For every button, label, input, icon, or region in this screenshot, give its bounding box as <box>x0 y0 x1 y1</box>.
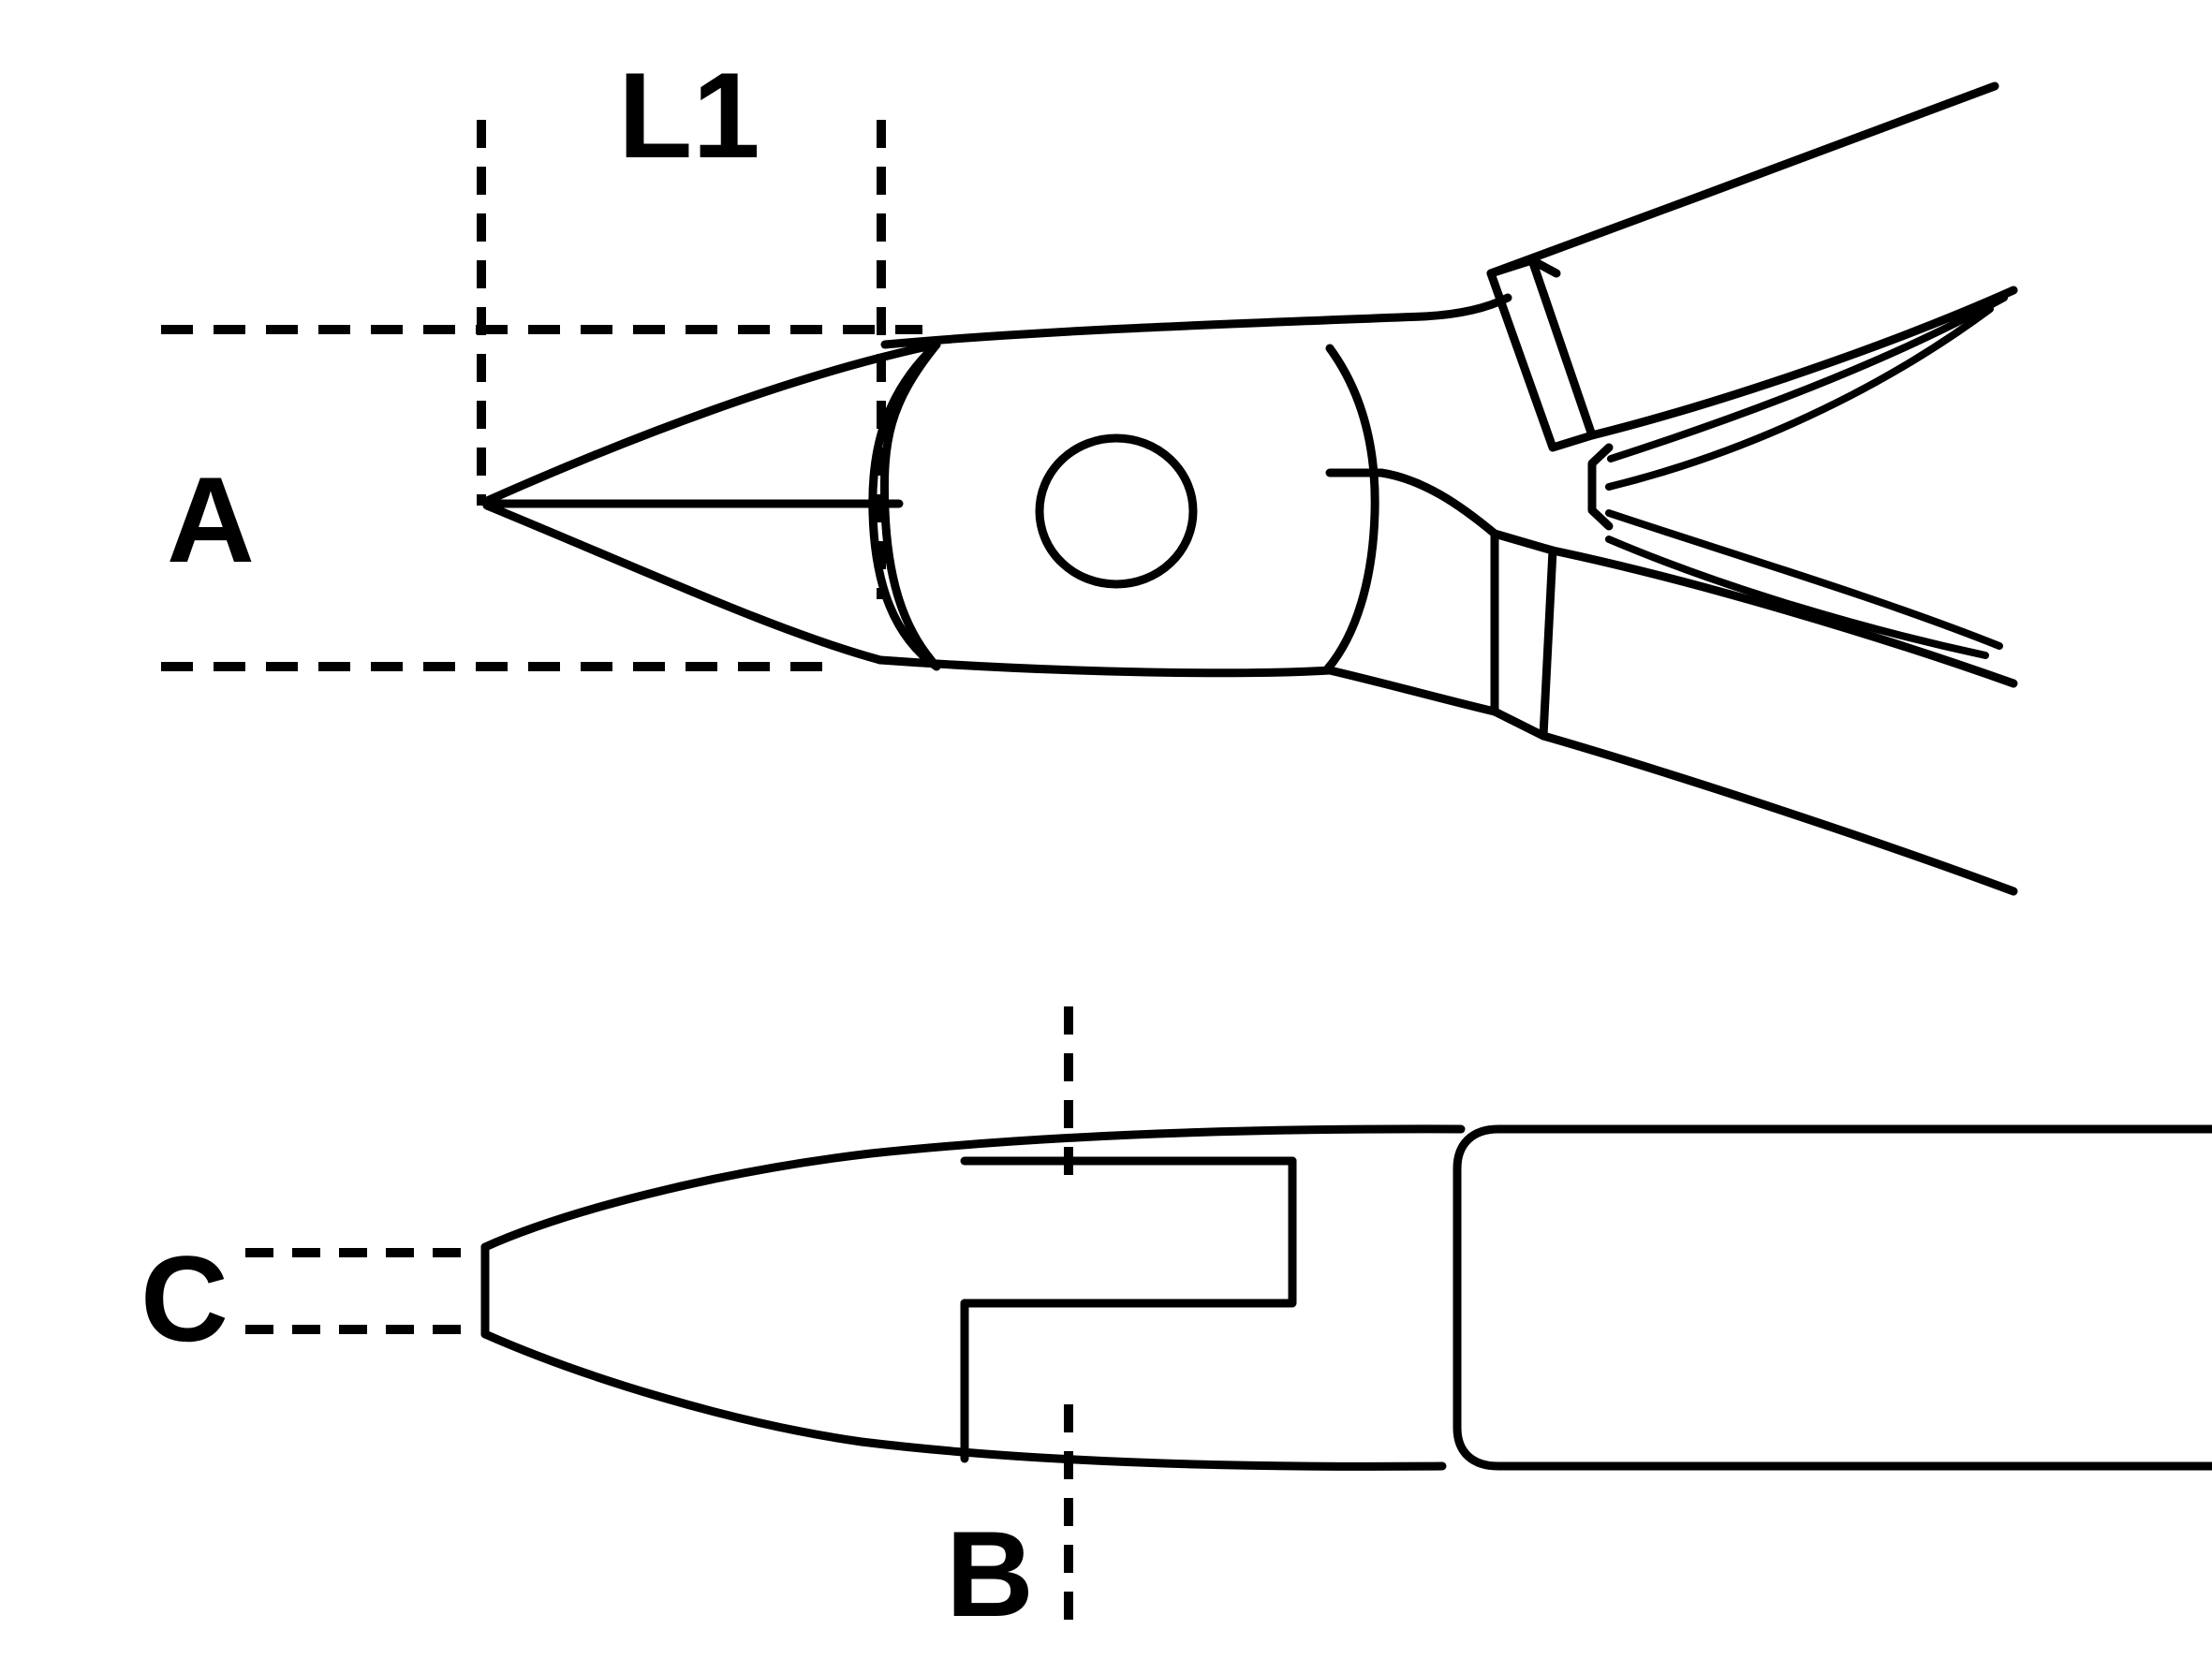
upper-handle-bottom-edge <box>1587 286 2018 440</box>
label-l1: L1 <box>618 47 760 184</box>
upper-spring-outer <box>1607 294 2008 462</box>
plan-upper-profile <box>480 1124 1466 1252</box>
head-top-contour <box>880 293 1512 349</box>
lower-spring-inner <box>1605 536 1989 659</box>
plan-view-group: C B <box>140 1006 2212 1642</box>
jaw-shoulder-arc <box>879 340 941 666</box>
lower-spring-outer <box>1605 509 2003 650</box>
label-c: C <box>140 1230 229 1367</box>
lower-handle-top-edge <box>1548 546 2018 688</box>
upper-handle-bolster-notch <box>1527 256 1561 278</box>
jaw-lower-edge <box>482 501 885 665</box>
lower-handle-upper-link <box>1325 468 1499 538</box>
side-view-group: A L1 <box>161 47 2018 896</box>
label-a: A <box>167 451 255 588</box>
upper-spring-inner <box>1605 305 1994 491</box>
plan-handle-block <box>1453 1124 2212 1471</box>
plan-lower-profile <box>480 1329 1447 1471</box>
label-b: B <box>946 1505 1034 1642</box>
head-boss-left-arc <box>868 340 941 671</box>
plan-jaw-step-upper <box>960 1156 1297 1308</box>
lower-handle-lower-link <box>1325 666 1499 716</box>
upper-handle-top-edge <box>1486 81 1999 278</box>
spring-junction-notch <box>1587 443 1614 531</box>
pivot-rivet-circle <box>1035 433 1198 589</box>
jaw-upper-edge <box>482 340 941 506</box>
head-bottom-contour <box>876 655 1335 678</box>
lower-handle-bolster <box>1490 529 1557 741</box>
upper-handle-bolster <box>1486 256 1597 452</box>
head-boss-right-arc <box>1323 344 1379 673</box>
lower-handle-bottom-edge <box>1539 731 2018 896</box>
